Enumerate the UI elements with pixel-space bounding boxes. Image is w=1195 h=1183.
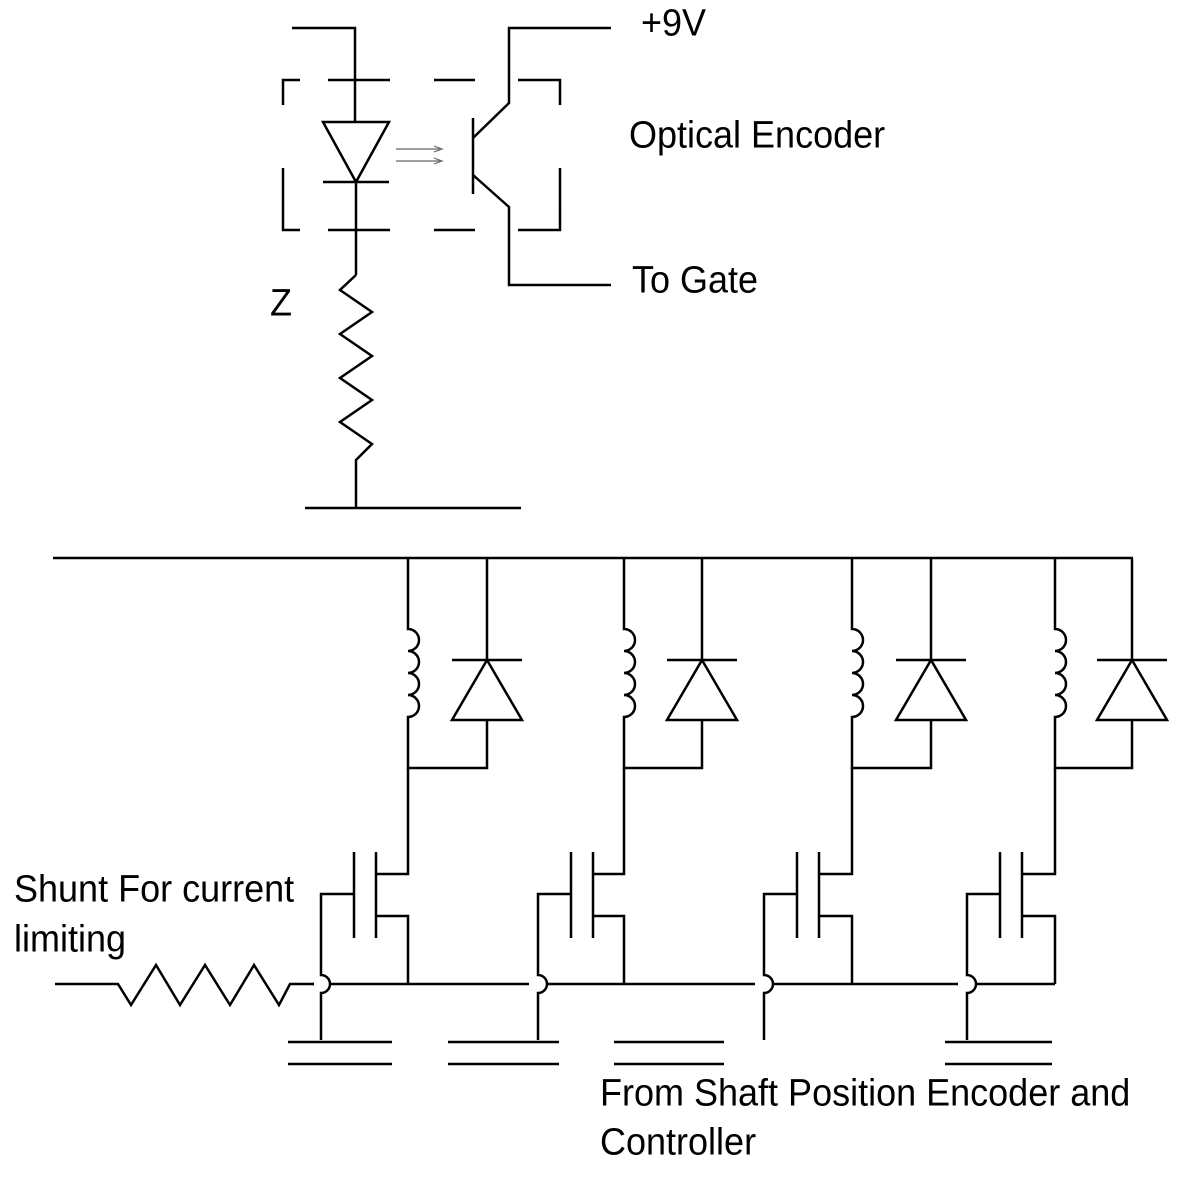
gate-wire — [536, 892, 571, 1040]
controller-label-line2: Controller — [600, 1119, 757, 1163]
shunt-label-line1: Shunt For current — [14, 866, 295, 910]
light-arrows — [396, 145, 444, 165]
phototransistor — [471, 26, 611, 287]
phase-3 — [614, 558, 969, 1066]
mosfet-drain — [593, 768, 626, 876]
freewheel-diode — [449, 657, 525, 722]
shunt-label-line2: limiting — [14, 916, 127, 960]
resistor-z-label: Z — [270, 280, 292, 324]
gate-wire — [319, 892, 354, 1040]
mosfet-source — [593, 914, 626, 984]
freewheel-diode — [664, 657, 740, 722]
freewheel-diode — [1094, 657, 1170, 722]
mosfet-source — [376, 914, 410, 984]
phase-1 — [288, 558, 525, 1066]
mosfet-source — [1022, 914, 1057, 984]
mosfet-source — [819, 914, 854, 984]
to-gate-label: To Gate — [632, 257, 759, 301]
shunt-resistor — [55, 962, 314, 1008]
optical-encoder-circuit — [281, 26, 611, 510]
supply-voltage-label: +9V — [641, 0, 707, 44]
drive-stage — [53, 556, 1170, 1066]
mosfet-drain — [1022, 768, 1057, 876]
freewheel-diode — [893, 657, 969, 722]
winding-coil — [406, 558, 489, 770]
gate-wire — [762, 892, 797, 1040]
optical-encoder-label: Optical Encoder — [629, 112, 886, 156]
phase-2 — [408, 558, 740, 1066]
winding-coil — [1053, 558, 1134, 770]
encoder-housing-dashed — [281, 78, 562, 232]
led-diode — [320, 120, 392, 275]
winding-coil — [622, 558, 704, 770]
mosfet-drain — [376, 768, 410, 876]
resistor-z — [337, 274, 375, 508]
phase-4 — [852, 558, 1170, 1066]
phase-switches — [288, 558, 1170, 1066]
controller-label-line1: From Shaft Position Encoder and — [600, 1070, 1131, 1114]
mosfet-drain — [819, 768, 854, 876]
led-supply-wire — [292, 26, 357, 122]
gate-wire — [965, 892, 1000, 1040]
winding-coil — [850, 558, 933, 770]
